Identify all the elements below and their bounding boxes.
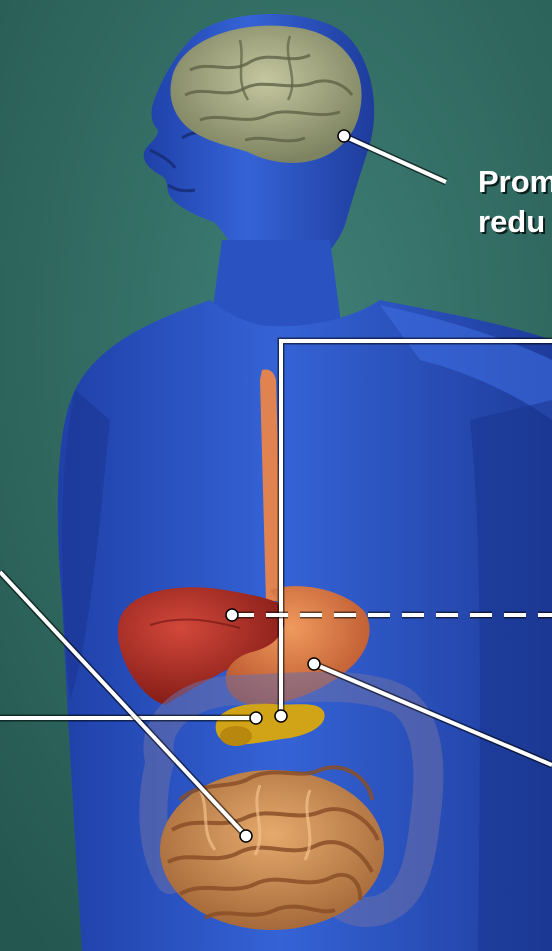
brain-callout-line-2: redu — [478, 202, 552, 242]
pancreas-endpoint-dot — [250, 712, 262, 724]
stomach-endpoint-dot — [308, 658, 320, 670]
brain-endpoint-dot — [338, 130, 350, 142]
brain-callout-line-1: Prom — [478, 162, 552, 202]
brain-callout-text: Prom redu — [478, 162, 552, 242]
esophagus-endpoint-dot — [275, 710, 287, 722]
intestine-endpoint-dot — [240, 830, 252, 842]
liver-endpoint-dot — [226, 609, 238, 621]
